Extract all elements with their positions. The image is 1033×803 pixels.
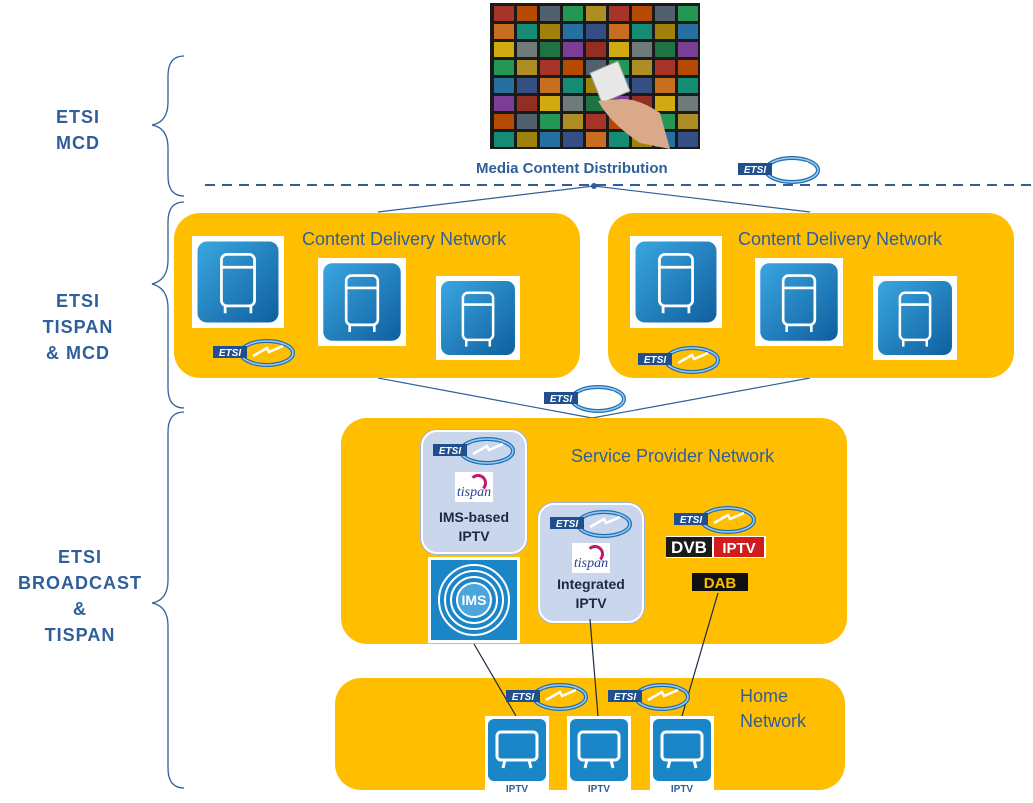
label-line: Home <box>740 686 789 706</box>
line-ims-device1 <box>473 643 517 717</box>
integrated-iptv-label: Integrated IPTV <box>540 575 642 613</box>
media-wall-grid <box>494 6 698 149</box>
label-line: IMS-based <box>438 509 509 525</box>
label-line: & MCD <box>46 343 110 363</box>
dab-text: DAB <box>704 575 737 592</box>
label-line: IPTV <box>575 595 607 611</box>
tispan-logo-icon: tispan <box>455 472 493 502</box>
iptv-device-label: IPTV <box>505 784 529 795</box>
ims-based-iptv-label: IMS-based IPTV <box>423 508 525 546</box>
dvb-text: DVB <box>671 538 707 557</box>
line-cdn-left-spn <box>377 377 593 419</box>
label-etsi-broadcast-tispan: ETSI BROADCAST & TISPAN <box>10 544 150 648</box>
ims-logo-text: IMS <box>462 592 487 608</box>
etsi-logo-icon: ETSI <box>638 345 722 375</box>
tispan-arc <box>469 474 487 492</box>
etsi-logo-icon: ETSI <box>674 505 758 535</box>
label-line: ETSI <box>55 107 100 127</box>
tispan-logo-text: tispan <box>456 485 492 500</box>
etsi-logo-icon: ETSI <box>544 384 628 414</box>
svg-text:ETSI: ETSI <box>219 348 241 359</box>
svg-text:ETSI: ETSI <box>680 515 702 526</box>
etsi-logo-icon: ETSI <box>608 682 692 712</box>
label-line: ETSI <box>55 291 100 311</box>
tispan-logo-text: tispan <box>573 556 609 571</box>
label-line: IPTV <box>458 528 490 544</box>
etsi-logo-icon: ETSI <box>213 338 297 368</box>
server-icon <box>192 236 284 328</box>
svg-text:ETSI: ETSI <box>439 446 461 457</box>
server-icon <box>755 258 843 346</box>
svg-text:ETSI: ETSI <box>614 692 636 703</box>
svg-text:ETSI: ETSI <box>644 355 666 366</box>
cdn-left-title: Content Delivery Network <box>302 229 507 249</box>
iptv-device-icon: IPTV <box>485 716 549 798</box>
line-mcd-cdn-left <box>377 185 595 213</box>
label-line: Network <box>740 711 807 731</box>
iptv-device-label: IPTV <box>587 784 611 795</box>
label-line: Integrated <box>557 576 625 592</box>
ims-logo-icon: IMS <box>428 557 520 643</box>
etsi-logo-icon: ETSI <box>550 509 634 539</box>
line-cdn-right-spn <box>591 377 811 419</box>
service-provider-network-title: Service Provider Network <box>571 446 775 466</box>
server-icon <box>318 258 406 346</box>
dvb-iptv-text: IPTV <box>722 540 755 557</box>
brace-broadcast <box>151 411 185 789</box>
label-line: TISPAN <box>42 317 114 337</box>
ims-based-iptv-box: ETSI tispan IMS-based IPTV <box>421 430 527 554</box>
media-wall-image <box>490 3 700 149</box>
label-line: TISPAN <box>44 625 116 645</box>
label-line: ETSI <box>57 547 102 567</box>
iptv-device-icon: IPTV <box>650 716 714 798</box>
etsi-logo-icon: ETSI <box>433 436 517 466</box>
tispan-logo-icon: tispan <box>572 543 610 573</box>
label-etsi-tispan-mcd: ETSI TISPAN & MCD <box>28 288 128 366</box>
svg-text:ETSI: ETSI <box>512 692 534 703</box>
svg-text:ETSI: ETSI <box>556 519 578 530</box>
label-etsi-mcd: ETSI MCD <box>38 104 118 156</box>
integrated-iptv-box: ETSI tispan Integrated IPTV <box>538 503 644 623</box>
tv-icon <box>650 716 714 789</box>
line-mcd-cdn-right <box>593 185 811 213</box>
brace-tispan <box>151 201 185 409</box>
label-line: BROADCAST <box>18 573 142 593</box>
tv-icon <box>567 716 631 789</box>
etsi-logo-icon: ETSI <box>738 155 822 185</box>
svg-text:ETSI: ETSI <box>550 394 572 405</box>
line-integrated-device2 <box>589 618 599 717</box>
cdn-right-title: Content Delivery Network <box>738 229 943 249</box>
braces <box>151 55 185 789</box>
label-line: MCD <box>56 133 100 153</box>
etsi-logo-icon: ETSI <box>506 682 590 712</box>
tv-icon <box>485 716 549 789</box>
server-icon <box>630 236 722 328</box>
media-content-distribution-label: Media Content Distribution <box>476 160 668 177</box>
tispan-arc <box>586 545 604 563</box>
server-icon <box>873 276 957 360</box>
server-icon <box>436 276 520 360</box>
brace-mcd <box>151 55 185 197</box>
svg-text:ETSI: ETSI <box>744 165 766 176</box>
dab-logo-icon: DAB <box>690 571 750 593</box>
iptv-device-icon: IPTV <box>567 716 631 798</box>
dvb-iptv-logo-icon: DVB IPTV <box>666 536 766 558</box>
label-line: & <box>73 599 87 619</box>
home-network-title: Home Network <box>740 684 806 734</box>
iptv-device-label: IPTV <box>670 784 694 795</box>
